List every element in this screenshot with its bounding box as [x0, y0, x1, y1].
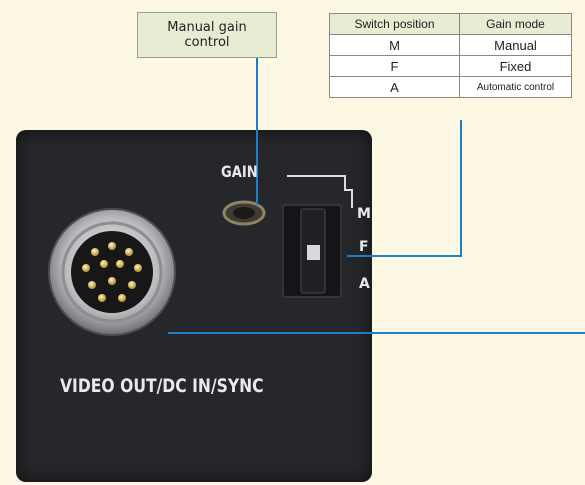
gain-label: GAIN: [221, 162, 258, 181]
header-gain-mode: Gain mode: [459, 13, 572, 35]
switch-position-table: Switch position Gain mode M Manual F Fix…: [329, 13, 572, 98]
connector-label: VIDEO OUT/DC IN/SYNC: [60, 375, 264, 397]
connector-pins: [82, 242, 142, 302]
callout-line-1: Manual gain: [167, 20, 247, 35]
cell-mode: Automatic control: [459, 76, 572, 98]
table-row: M Manual: [329, 34, 572, 56]
switch-knob[interactable]: [307, 245, 320, 260]
callout-line-2: control: [184, 35, 230, 50]
manual-gain-callout: Manual gain control: [137, 12, 277, 58]
switch-label-f: F: [359, 239, 369, 255]
leader-line-switch: [347, 120, 462, 257]
trimmer-center: [233, 207, 255, 219]
connector-ring-inner: [61, 221, 163, 323]
switch-label-a: A: [359, 276, 370, 292]
switch-label-m: M: [357, 206, 371, 222]
table-row: F Fixed: [329, 55, 572, 77]
gain-bracket-line: [287, 175, 353, 208]
table-row: A Automatic control: [329, 76, 572, 98]
header-switch-position: Switch position: [329, 13, 460, 35]
cell-mode: Fixed: [459, 55, 572, 77]
table-header-row: Switch position Gain mode: [329, 13, 572, 35]
